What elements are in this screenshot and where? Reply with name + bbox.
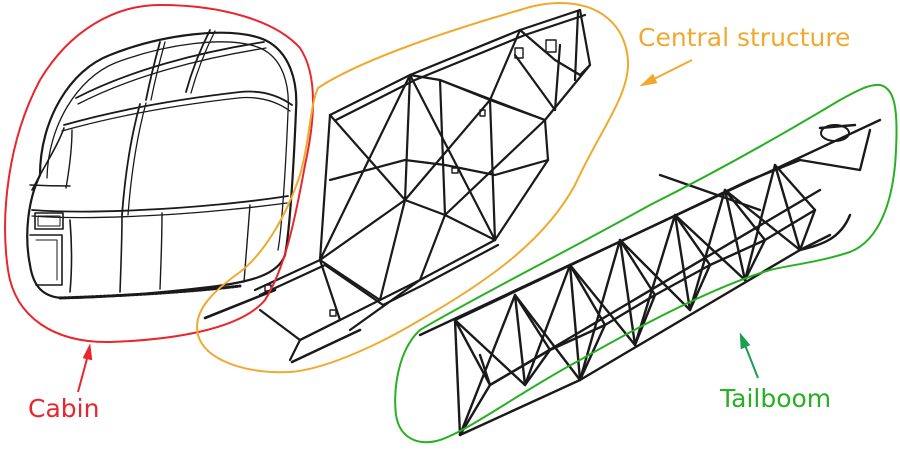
tailboom-label: Tailboom [720, 384, 832, 413]
cabin-label: Cabin [28, 394, 100, 423]
tailboom-outline [394, 83, 898, 444]
cabin-drawing [26, 29, 298, 300]
cabin-outline [4, 3, 314, 344]
tailboom-arrow [739, 332, 759, 379]
central-structure-label: Central structure [638, 23, 851, 52]
cabin-arrow [77, 343, 93, 393]
central-structure-outline [196, 1, 630, 374]
central-structure-drawing [203, 8, 592, 364]
central-structure-arrow [639, 59, 693, 87]
